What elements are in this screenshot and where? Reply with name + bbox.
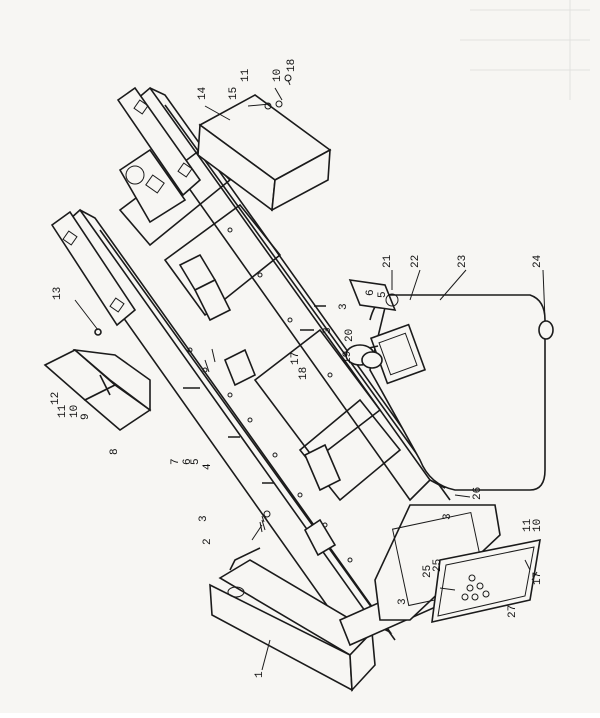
callout-c3c: 3	[442, 513, 454, 520]
callout-c13: 13	[52, 287, 64, 300]
background-bleed	[460, 0, 590, 100]
callout-c5b: 5	[377, 291, 389, 298]
callout-c18a: 18	[298, 367, 310, 380]
callout-c25b: 25	[422, 565, 434, 578]
callout-c14: 14	[197, 86, 209, 100]
callout-c2: 2	[202, 538, 214, 545]
callout-c18b: 18	[286, 59, 298, 72]
callout-c19: 19	[342, 351, 354, 364]
callout-c12: 12	[50, 392, 62, 405]
callout-c8: 8	[109, 448, 121, 455]
bolt-13	[94, 328, 102, 336]
callout-c11b: 11	[240, 68, 252, 82]
callout-c6b: 6	[365, 289, 377, 296]
callout-c6a: 6	[182, 458, 194, 465]
callout-c17a: 17	[290, 352, 302, 365]
callout-c24: 24	[532, 254, 544, 268]
hopper-chute	[43, 348, 152, 432]
callout-c20: 20	[344, 329, 356, 342]
callout-c15: 15	[228, 87, 240, 100]
callout-c1: 1	[254, 671, 266, 678]
callout-c17b: 17	[532, 572, 544, 585]
callout-c3b: 3	[322, 327, 334, 334]
callout-c21: 21	[382, 254, 394, 268]
callout-c3e: 3	[338, 303, 350, 310]
callout-c23: 23	[457, 255, 469, 268]
callout-c4: 4	[202, 463, 214, 470]
callout-c27: 27	[507, 605, 519, 618]
callout-c5a: 5	[190, 458, 202, 465]
callout-c10a: 10	[69, 405, 81, 418]
fuel-cap	[538, 320, 554, 340]
callout-c22: 22	[410, 255, 422, 268]
callout-c11c: 11	[522, 518, 534, 532]
fuel-tank	[348, 279, 546, 491]
callout-c10b: 10	[272, 69, 284, 82]
callout-c25a: 25	[432, 559, 444, 572]
callout-c7: 7	[170, 458, 182, 465]
leader-lines	[74, 79, 546, 671]
callout-c3a: 3	[198, 515, 210, 522]
main-frame	[50, 86, 451, 647]
callout-c9: 9	[80, 413, 92, 420]
access-cover	[431, 538, 541, 624]
upper-housing-box	[197, 74, 332, 212]
cylinder-assembly	[345, 344, 383, 369]
callout-c3d: 3	[397, 598, 409, 605]
callout-c26: 26	[472, 487, 484, 500]
callout-c11a: 11	[57, 404, 69, 418]
callout-c10c: 10	[532, 519, 544, 532]
fasteners	[204, 348, 271, 533]
